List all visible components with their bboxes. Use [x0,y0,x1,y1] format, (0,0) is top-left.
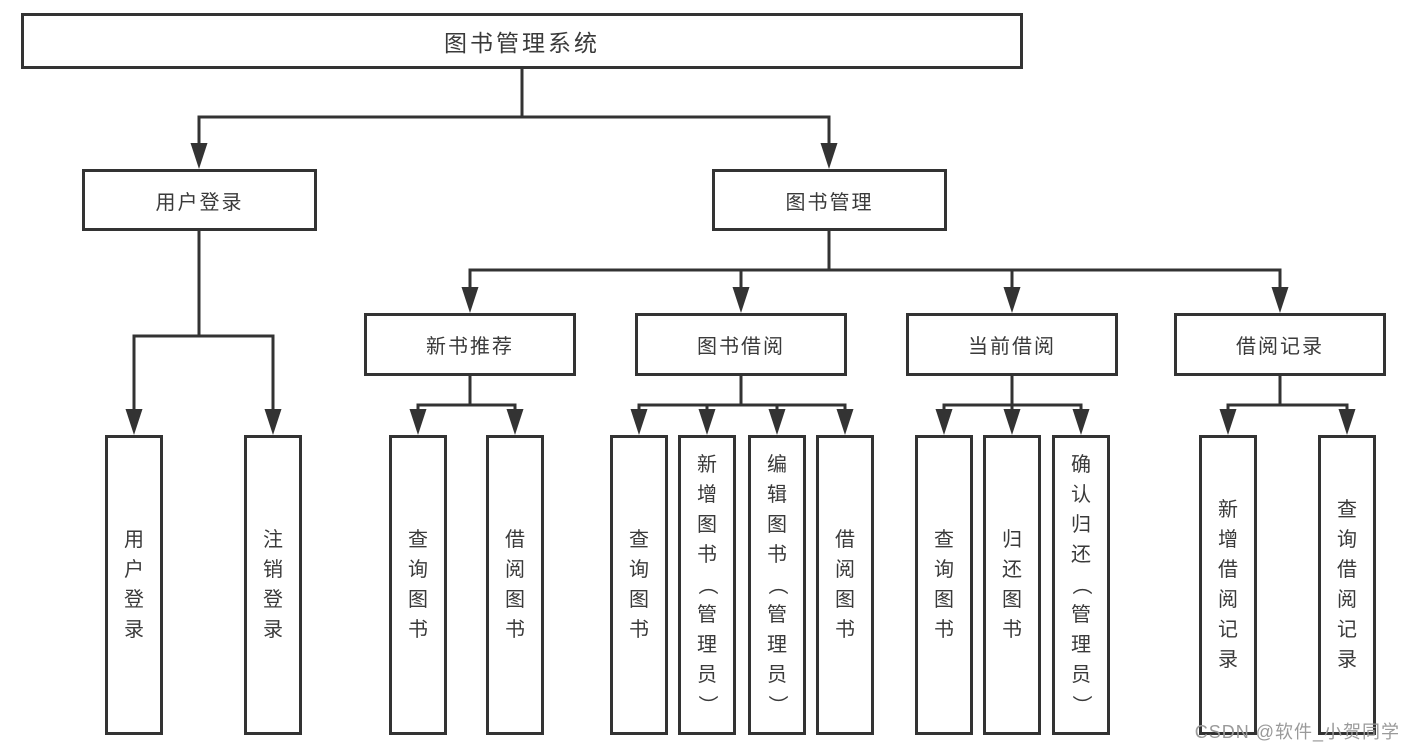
leaf-edit-books-admin: 编辑图书（管理员） [748,435,806,735]
node-current-borrowing: 当前借阅 [906,313,1118,376]
leaf-add-books-admin: 新增图书（管理员） [678,435,736,735]
node-label: 用户登录 [155,191,244,214]
leaf-return-books: 归还图书 [983,435,1041,735]
leaf-label: 借阅图书 [835,529,855,641]
leaf-query-books-borrowing: 查询图书 [610,435,668,735]
leaf-label: 查询图书 [934,529,954,641]
node-label: 图书借阅 [697,336,785,358]
leaf-label: 确认归还（管理员） [1070,454,1092,715]
leaf-borrow-books: 借阅图书 [816,435,874,735]
node-label: 借阅记录 [1236,336,1324,358]
node-label: 当前借阅 [968,336,1056,358]
leaf-label: 归还图书 [1002,529,1022,641]
node-book-management: 图书管理 [712,169,947,231]
leaf-query-borrow-record: 查询借阅记录 [1318,435,1376,735]
leaf-borrow-books-recommend: 借阅图书 [486,435,544,735]
leaf-label: 借阅图书 [505,529,525,641]
leaf-query-books-recommend: 查询图书 [389,435,447,735]
leaf-logout: 注销登录 [244,435,302,735]
node-book-borrowing: 图书借阅 [635,313,847,376]
node-label: 新书推荐 [426,336,514,358]
leaf-label: 查询图书 [629,529,649,641]
leaf-add-borrow-record: 新增借阅记录 [1199,435,1257,735]
leaf-label: 用户登录 [124,529,144,641]
node-user-login: 用户登录 [82,169,317,231]
leaf-label: 查询图书 [408,529,428,641]
leaf-label: 新增图书（管理员） [696,454,718,715]
leaf-query-books-current: 查询图书 [915,435,973,735]
leaf-label: 新增借阅记录 [1218,499,1238,671]
leaf-label: 编辑图书（管理员） [766,454,788,715]
node-new-book-recommendation: 新书推荐 [364,313,576,376]
csdn-watermark: CSDN @软件_小贺同学 [1194,722,1400,742]
node-borrowing-records: 借阅记录 [1174,313,1386,376]
leaf-confirm-return-admin: 确认归还（管理员） [1052,435,1110,735]
leaf-label: 注销登录 [263,529,283,641]
leaf-label: 查询借阅记录 [1337,499,1357,671]
node-library-management-system: 图书管理系统 [21,13,1023,69]
node-label: 图书管理 [785,191,874,214]
leaf-user-login: 用户登录 [105,435,163,735]
node-label: 图书管理系统 [444,30,600,56]
